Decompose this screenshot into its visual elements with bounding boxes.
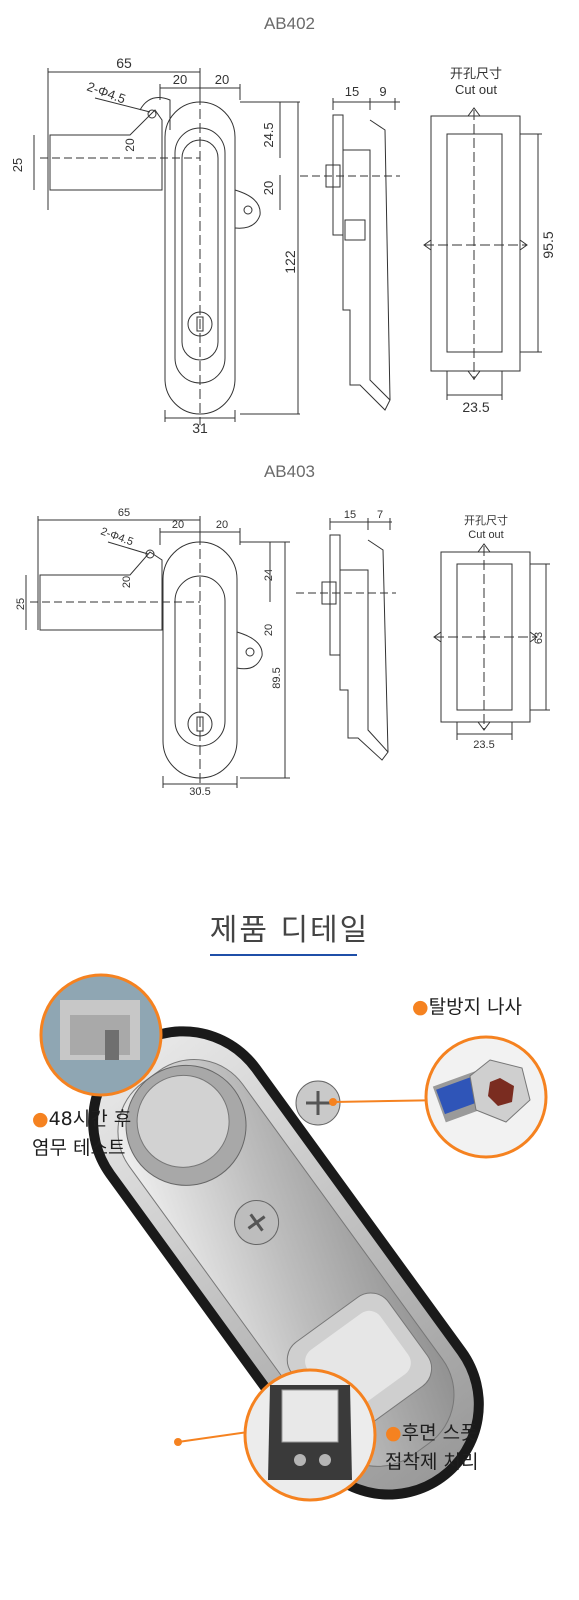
dim-cutout-height: 95.5 bbox=[540, 231, 556, 258]
callout-salt-test-line1: 48시간 후 bbox=[48, 1108, 132, 1130]
cutout-label-cn: 开孔尺寸 bbox=[450, 66, 502, 81]
dim-height: 122 bbox=[282, 250, 298, 274]
dim-top-offset: 24 bbox=[263, 569, 275, 581]
technical-drawing-ab402: 65 20 20 2-Φ4.5 25 20 24.5 20 122 31 15 … bbox=[10, 55, 556, 436]
callout-screw: ●탈방지 나사 bbox=[412, 993, 522, 1022]
callout-sponge-line2: 접착제 처리 bbox=[385, 1451, 479, 1473]
dim-overall-width: 65 bbox=[116, 55, 132, 71]
dim-top-offset: 24.5 bbox=[261, 122, 276, 147]
dim-cutout-width: 23.5 bbox=[473, 739, 494, 751]
section-underline bbox=[210, 954, 357, 956]
dim-holes: 2-Φ4.5 bbox=[85, 79, 128, 107]
callout-salt-test: ●48시간 후 염무 테스트 bbox=[32, 1105, 131, 1163]
callout-screw-text: 탈방지 나사 bbox=[428, 996, 523, 1018]
callout-sponge: ●후면 스폿 접착제 처리 bbox=[385, 1419, 478, 1477]
callout-sponge-line1: 후면 스폿 bbox=[401, 1422, 478, 1444]
dim-hole-offset: 20 bbox=[123, 138, 137, 152]
dim-side-b: 9 bbox=[379, 84, 386, 99]
dim-side-a: 15 bbox=[344, 509, 356, 521]
cutout-label-cn: 开孔尺寸 bbox=[464, 513, 508, 527]
dim-hole-spacing-b: 20 bbox=[215, 72, 229, 87]
dim-side-a: 15 bbox=[345, 84, 359, 99]
dim-body-width: 30.5 bbox=[189, 786, 210, 798]
dim-cutout-height: 63 bbox=[533, 632, 545, 644]
technical-drawing-ab403: 65 20 20 2-Φ4.5 25 20 24 20 89.5 30.5 15… bbox=[15, 507, 550, 798]
dim-hole-offset: 20 bbox=[121, 576, 133, 588]
model-title-ab402: AB402 bbox=[263, 14, 316, 33]
dim-height: 89.5 bbox=[271, 667, 283, 688]
dim-overall-width: 65 bbox=[118, 507, 130, 519]
dim-cutout-width: 23.5 bbox=[462, 399, 489, 415]
dim-side-b: 7 bbox=[377, 509, 383, 521]
product-photo bbox=[39, 973, 548, 1502]
cutout-label-en: Cut out bbox=[455, 82, 497, 97]
cutout-label-en: Cut out bbox=[468, 529, 503, 541]
dim-handle-width: 25 bbox=[15, 598, 27, 610]
dim-handle-width: 25 bbox=[10, 158, 25, 172]
dim-body-width: 31 bbox=[192, 420, 208, 436]
dim-mid-offset: 20 bbox=[263, 624, 275, 636]
callout-dot-icon: ● bbox=[385, 1422, 402, 1444]
dim-mid-offset: 20 bbox=[261, 181, 276, 195]
callout-dot-icon: ● bbox=[32, 1108, 49, 1130]
dim-hole-spacing-a: 20 bbox=[172, 519, 184, 531]
dim-hole-spacing-b: 20 bbox=[216, 519, 228, 531]
model-title-ab403: AB403 bbox=[263, 462, 316, 481]
callout-dot-icon: ● bbox=[412, 996, 429, 1018]
dim-hole-spacing-a: 20 bbox=[173, 72, 187, 87]
callout-salt-test-line2: 염무 테스트 bbox=[32, 1137, 126, 1159]
section-title: 제품 디테일 bbox=[209, 913, 370, 948]
